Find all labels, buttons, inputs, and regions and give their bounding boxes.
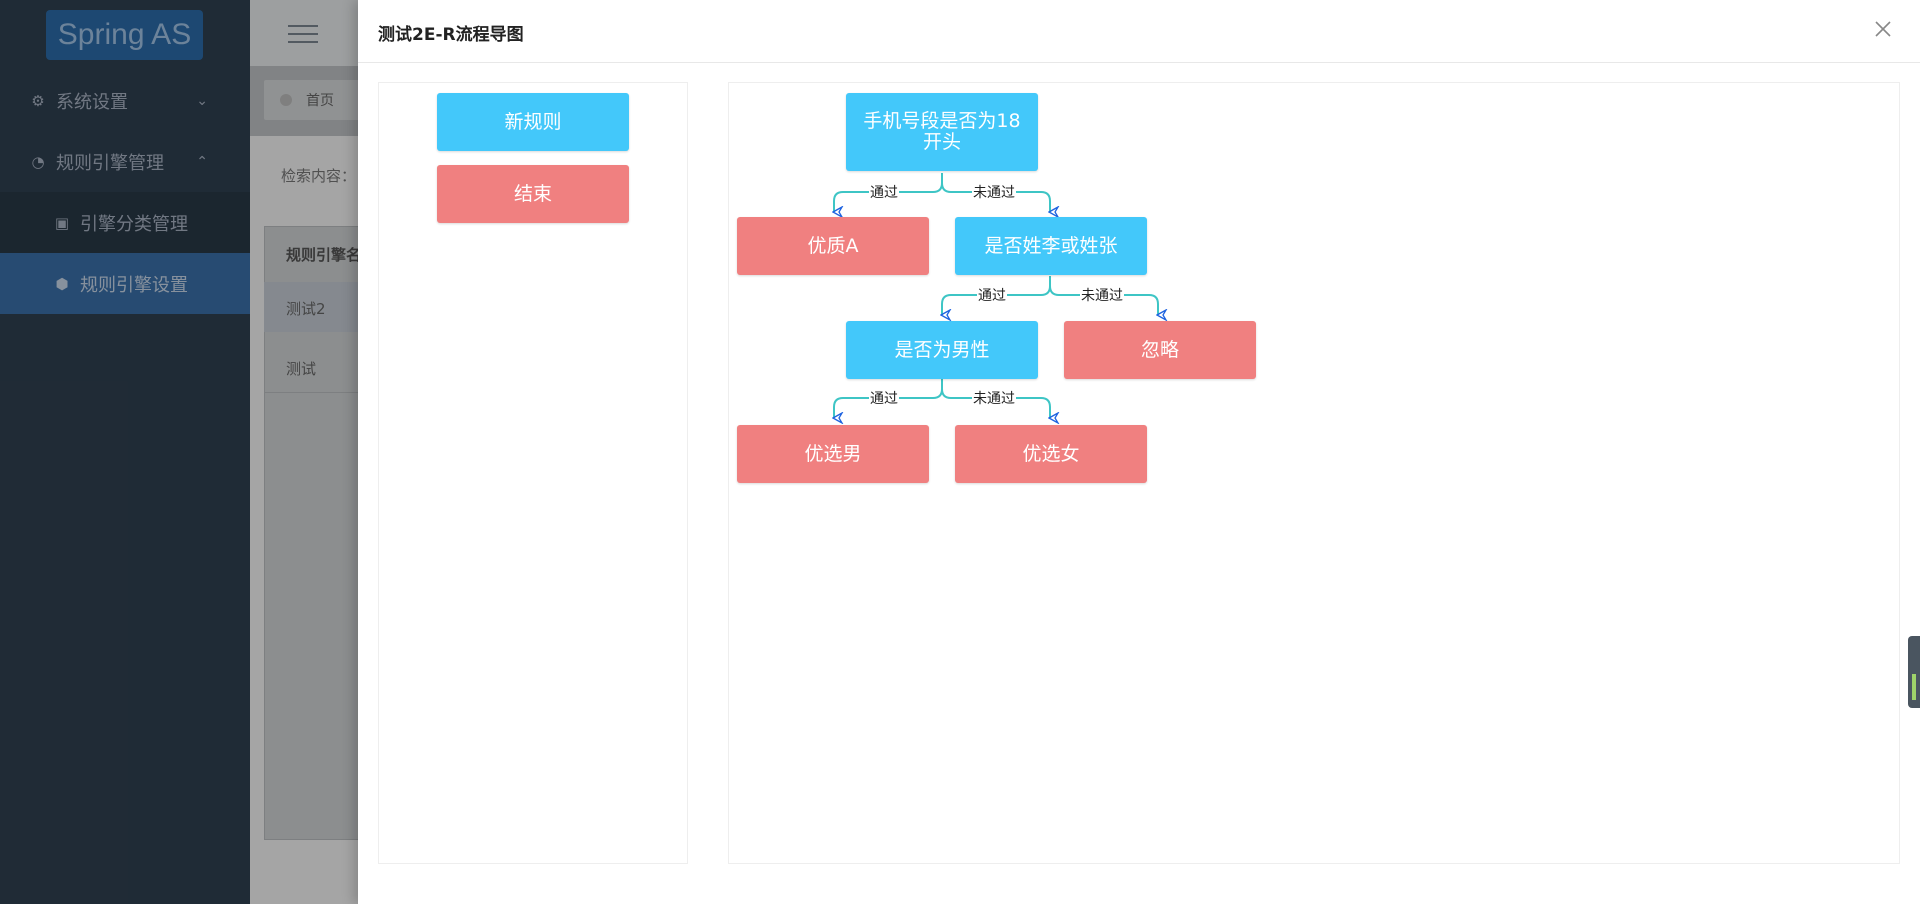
table-row[interactable]	[264, 282, 364, 332]
edge-label-fail: 未通过	[972, 391, 1016, 407]
chart-icon: ▣	[54, 213, 70, 232]
flow-canvas[interactable]: 通过 未通过 通过 未通过 通过 未通过 手机号段是否为18开头 优质A 是否姓…	[728, 82, 1900, 864]
edge-label-pass: 通过	[977, 288, 1007, 304]
gear-icon: ⚙	[31, 91, 45, 110]
flow-node-ignore[interactable]: 忽略	[1064, 321, 1256, 379]
edge-label-fail: 未通过	[1080, 288, 1124, 304]
side-widget-handle[interactable]	[1908, 636, 1920, 708]
sidebar-item-rule-engine-management[interactable]: ◔ 规则引擎管理 ⌃	[0, 131, 250, 192]
chevron-up-icon: ⌃	[196, 153, 208, 170]
shield-icon: ⬢	[55, 274, 69, 293]
app-logo[interactable]: Spring AS	[46, 10, 203, 60]
palette-new-rule[interactable]: 新规则	[437, 93, 629, 151]
flowchart-modal: 测试2E-R流程导图 新规则 结束	[358, 0, 1920, 904]
sidebar-item-label: 系统设置	[56, 91, 128, 113]
flow-node-quality-a[interactable]: 优质A	[737, 217, 929, 275]
circle-icon	[280, 94, 292, 106]
flow-node-gender[interactable]: 是否为男性	[846, 321, 1038, 379]
edge-label-pass: 通过	[869, 185, 899, 201]
table-header: 规则引擎名	[286, 246, 362, 264]
node-palette: 新规则 结束	[378, 82, 688, 864]
menu-icon[interactable]	[288, 25, 318, 43]
table-cell: 测试	[286, 360, 317, 378]
sidebar: Spring AS ⚙ 系统设置 ⌄ ◔ 规则引擎管理 ⌃ ▣ 引擎分类管理 ⬢…	[0, 0, 250, 904]
tab-home[interactable]: 首页	[264, 80, 360, 120]
divider	[264, 392, 364, 393]
flow-node-surname[interactable]: 是否姓李或姓张	[955, 217, 1147, 275]
sidebar-item-label: 规则引擎设置	[80, 274, 188, 296]
tab-home-label: 首页	[306, 93, 334, 109]
flow-node-preferred-male[interactable]: 优选男	[737, 425, 929, 483]
edge-label-fail: 未通过	[972, 185, 1016, 201]
sidebar-item-engine-category[interactable]: ▣ 引擎分类管理	[0, 192, 250, 253]
chevron-down-icon: ⌄	[196, 92, 208, 109]
sidebar-item-label: 引擎分类管理	[80, 213, 188, 235]
palette-end[interactable]: 结束	[437, 165, 629, 223]
sidebar-item-label: 规则引擎管理	[56, 152, 164, 174]
flow-node-phone-prefix[interactable]: 手机号段是否为18开头	[846, 93, 1038, 171]
close-icon[interactable]	[1872, 18, 1894, 40]
edge-label-pass: 通过	[869, 391, 899, 407]
flow-node-preferred-female[interactable]: 优选女	[955, 425, 1147, 483]
sidebar-item-system-settings[interactable]: ⚙ 系统设置 ⌄	[0, 70, 250, 131]
table-cell: 测试2	[286, 300, 326, 318]
modal-title: 测试2E-R流程导图	[378, 25, 524, 45]
search-label: 检索内容：	[281, 167, 357, 185]
sidebar-item-engine-settings[interactable]: ⬢ 规则引擎设置	[0, 253, 250, 314]
dashboard-icon: ◔	[31, 152, 45, 171]
modal-header: 测试2E-R流程导图	[358, 0, 1920, 63]
